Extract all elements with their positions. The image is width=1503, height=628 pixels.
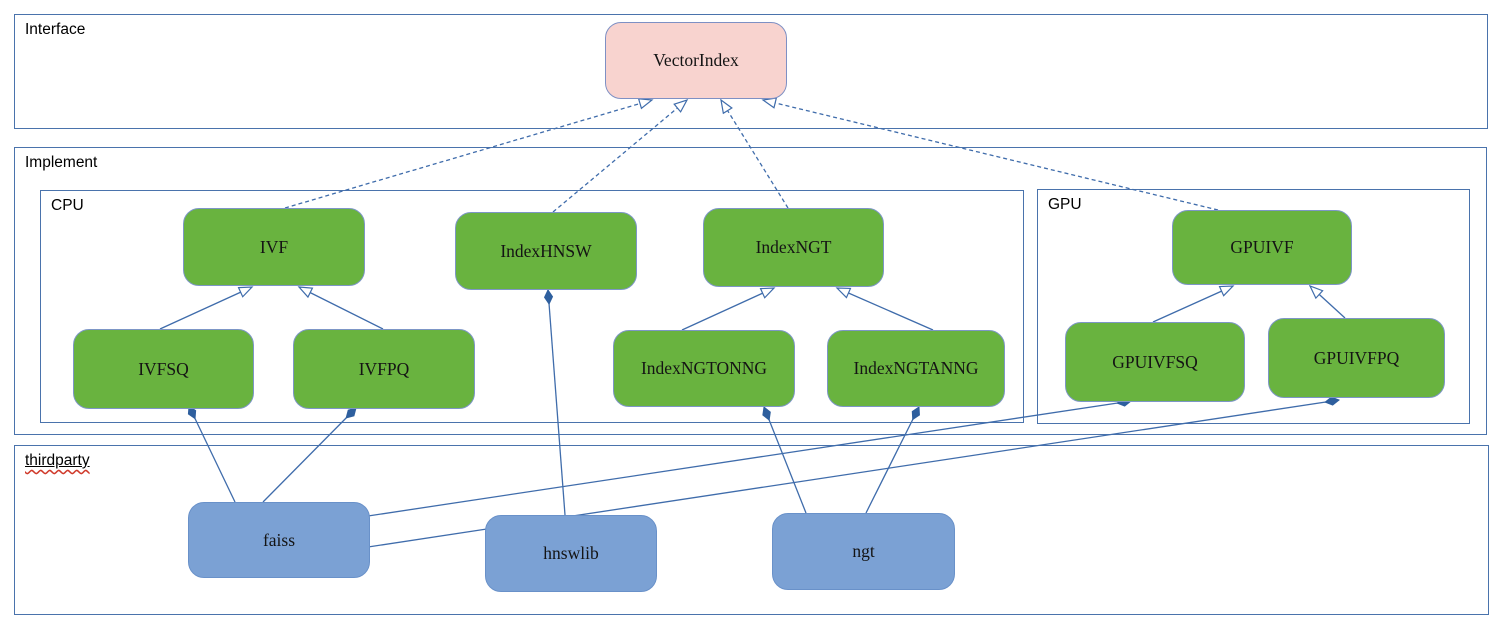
node-gpuivfsq-label: GPUIVFSQ xyxy=(1112,351,1198,372)
node-ivfsq-label: IVFSQ xyxy=(138,358,189,379)
node-ivf[interactable]: IVF xyxy=(183,208,365,286)
node-vectorindex-label: VectorIndex xyxy=(653,50,739,70)
edge-indexngtonng-indexngt[interactable] xyxy=(681,287,776,331)
container-cpu-label: CPU xyxy=(51,197,84,214)
edge-gpuivfsq-gpuivf[interactable] xyxy=(1152,285,1235,323)
edge-gpuivf-vectorindex[interactable] xyxy=(761,97,1219,211)
node-ivfpq[interactable]: IVFPQ xyxy=(293,329,475,409)
node-ngt[interactable]: ngt xyxy=(772,513,955,590)
edge-indexngt-vectorindex[interactable] xyxy=(720,98,789,209)
thirdparty-misspelling-squiggle: thirdparty xyxy=(25,452,90,469)
node-indexngtonng-label: IndexNGTONNG xyxy=(640,358,768,378)
edge-ngt-indexngtanng[interactable] xyxy=(865,406,920,514)
edge-ivfsq-ivf[interactable] xyxy=(159,286,254,330)
node-hnswlib-label: hnswlib xyxy=(543,543,599,563)
node-gpuivf[interactable]: GPUIVF xyxy=(1172,210,1352,285)
node-ivfsq[interactable]: IVFSQ xyxy=(73,329,254,409)
edge-faiss-ivfpq[interactable] xyxy=(262,407,357,503)
edge-indexhnsw-vectorindex[interactable] xyxy=(552,98,689,213)
edge-ivfpq-ivf[interactable] xyxy=(297,286,384,330)
container-thirdparty-label: thirdparty xyxy=(25,452,90,470)
node-ngt-label: ngt xyxy=(852,541,875,561)
node-ivfpq-label: IVFPQ xyxy=(358,358,410,379)
container-gpu-label: GPU xyxy=(1048,196,1082,213)
node-faiss-label: faiss xyxy=(262,529,296,550)
edge-gpuivfpq-gpuivf[interactable] xyxy=(1308,284,1346,319)
container-thirdparty[interactable]: thirdparty xyxy=(14,445,1489,615)
node-hnswlib[interactable]: hnswlib xyxy=(485,515,657,592)
node-faiss[interactable]: faiss xyxy=(188,502,370,578)
node-indexngtanng-label: IndexNGTANNG xyxy=(853,358,979,378)
node-indexngt[interactable]: IndexNGT xyxy=(703,208,884,287)
node-gpuivfpq-label: GPUIVFPQ xyxy=(1313,347,1400,368)
node-indexngtonng[interactable]: IndexNGTONNG xyxy=(613,330,795,407)
edge-indexngtanng-indexngt[interactable] xyxy=(835,287,934,331)
node-gpuivfpq[interactable]: GPUIVFPQ xyxy=(1268,318,1445,398)
node-indexhnsw[interactable]: IndexHNSW xyxy=(455,212,637,290)
node-vectorindex[interactable]: VectorIndex xyxy=(605,22,787,99)
container-interface[interactable]: Interface xyxy=(14,14,1488,129)
edge-ngt-indexngtonng[interactable] xyxy=(762,406,807,514)
edge-ivf-vectorindex[interactable] xyxy=(284,98,654,209)
node-ivf-label: IVF xyxy=(259,236,289,257)
edge-hnswlib-indexhnsw[interactable] xyxy=(543,288,566,516)
container-cpu[interactable]: CPU xyxy=(40,190,1024,423)
node-gpuivf-label: GPUIVF xyxy=(1230,237,1294,257)
edge-faiss-ivfsq[interactable] xyxy=(187,405,236,503)
container-implement-label: Implement xyxy=(25,154,98,171)
node-indexngt-label: IndexNGT xyxy=(755,237,832,257)
node-indexngtanng[interactable]: IndexNGTANNG xyxy=(827,330,1005,407)
container-gpu[interactable]: GPU xyxy=(1037,189,1470,424)
node-indexhnsw-label: IndexHNSW xyxy=(500,240,592,261)
node-gpuivfsq[interactable]: GPUIVFSQ xyxy=(1065,322,1245,402)
container-interface-label: Interface xyxy=(25,21,86,38)
edge-faiss-gpuivfsq[interactable] xyxy=(367,397,1132,517)
